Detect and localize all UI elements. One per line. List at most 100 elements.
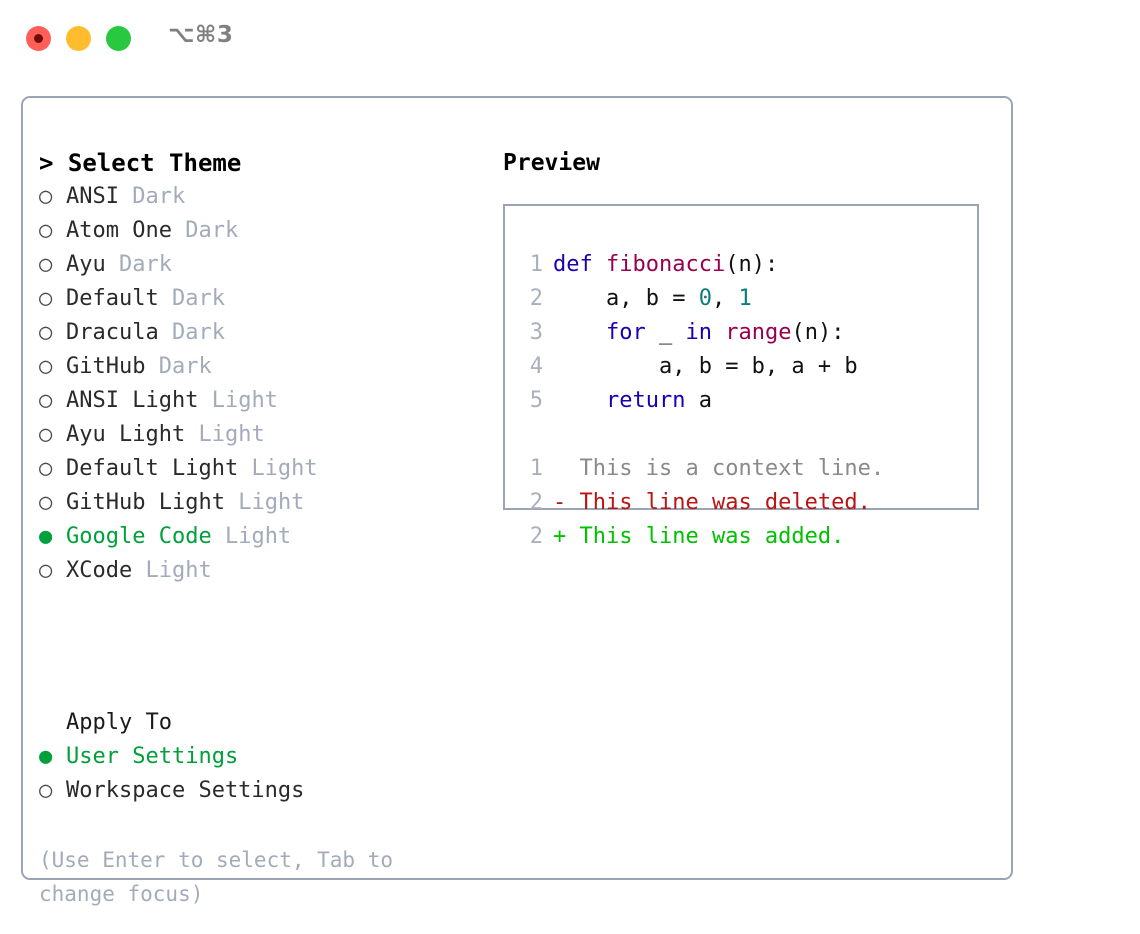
radio-unselected-icon: ○ [39, 558, 53, 583]
theme-option-name: Google Code [66, 524, 212, 549]
prompt-caret: > [39, 149, 68, 177]
theme-option-xcode[interactable]: ○ XCode Light [39, 554, 479, 588]
diff-line-content: - This line was deleted. [553, 486, 871, 520]
theme-option-name: GitHub [66, 354, 146, 379]
theme-option-kind: Dark [119, 252, 172, 277]
code-line-content: def fibonacci(n): [553, 248, 778, 282]
theme-option-kind: Light [238, 490, 305, 515]
radio-selected-icon: ● [39, 524, 53, 549]
close-button[interactable] [26, 26, 51, 51]
code-token-txt: _ [645, 320, 686, 345]
theme-selector-pane: > Select Theme ○ANSI Dark○Atom One Dark○… [39, 146, 479, 588]
theme-option-kind: Dark [132, 184, 186, 209]
code-line-content: a, b = 0, 1 [553, 282, 752, 316]
theme-option-google-code[interactable]: ● Google Code Light [39, 520, 479, 554]
theme-option-name: GitHub Light [66, 490, 225, 515]
code-token-txt: (n): [791, 320, 845, 345]
radio-unselected-icon: ○ [39, 388, 53, 413]
theme-option-ayu-light[interactable]: ○ Ayu Light Light [39, 418, 479, 452]
apply-to-heading-spacer [39, 706, 66, 740]
code-token-num: 0 [698, 286, 712, 311]
code-token-fn: fibonacci [606, 252, 726, 277]
theme-option-name: Ayu [66, 252, 106, 277]
code-token-kw: def [553, 252, 593, 277]
theme-option-ansi-light[interactable]: ○ANSI Light Light [39, 384, 479, 418]
code-line: 3 for _ in range(n): [515, 316, 971, 350]
code-token-kw: for [605, 320, 646, 345]
theme-option-kind: Light [224, 524, 292, 549]
radio-selected-icon: ● [39, 744, 53, 769]
radio-unselected-icon: ○ [39, 184, 53, 209]
radio-unselected-icon: ○ [39, 286, 53, 311]
code-token-txt: , [711, 286, 739, 311]
theme-list: ○ANSI Dark○Atom One Dark○Ayu Dark○Defaul… [39, 180, 479, 588]
diff-text: This line was added. [579, 524, 845, 549]
preview-title: Preview [503, 150, 600, 176]
minimize-button[interactable] [66, 26, 91, 51]
code-line-number: 1 [529, 252, 543, 277]
window-shortcut-label: ⌥⌘3 [168, 22, 234, 48]
diff-line-number: 2 [529, 524, 543, 549]
theme-option-kind: Dark [158, 354, 212, 379]
diff-line-number: 1 [529, 456, 543, 481]
code-line: 5 return a [515, 384, 971, 418]
theme-option-name: Default [66, 286, 159, 311]
theme-option-github-light[interactable]: ○ GitHub Light Light [39, 486, 479, 520]
code-token-fn: range [725, 320, 792, 345]
theme-option-name: Atom One [66, 218, 172, 243]
apply-to-option-workspace-settings[interactable]: ○ Workspace Settings [39, 774, 479, 808]
diff-line: 2+ This line was added. [515, 520, 971, 554]
diff-text: This line was deleted. [579, 490, 871, 515]
maximize-button[interactable] [106, 26, 131, 51]
code-line: 4 a, b = b, a + b [515, 350, 971, 384]
apply-to-option-user-settings[interactable]: ● User Settings [39, 740, 479, 774]
theme-option-name: Ayu Light [66, 422, 186, 447]
code-line-number: 5 [529, 388, 543, 413]
theme-option-kind: Dark [185, 218, 239, 243]
code-line-number: 4 [529, 354, 543, 379]
code-token-kw: in [685, 320, 712, 345]
code-line-content: return a [553, 384, 712, 418]
code-token-txt [712, 320, 725, 345]
theme-option-ayu[interactable]: ○ Ayu Dark [39, 248, 479, 282]
radio-unselected-icon: ○ [39, 320, 53, 345]
theme-option-github[interactable]: ○GitHub Dark [39, 350, 479, 384]
theme-option-kind: Light [145, 558, 212, 583]
theme-option-kind: Dark [171, 320, 225, 345]
keyboard-hint: (Use Enter to select, Tab to change focu… [39, 848, 394, 906]
code-line-number: 2 [529, 286, 543, 311]
code-token-txt [593, 252, 606, 277]
theme-option-default-light[interactable]: ○Default Light Light [39, 452, 479, 486]
radio-unselected-icon: ○ [39, 422, 53, 447]
code-token-kw: return [605, 388, 686, 413]
apply-to-heading: Apply To [39, 706, 479, 740]
radio-unselected-icon: ○ [39, 252, 53, 277]
code-line-content: for _ in range(n): [553, 316, 844, 350]
diff-line-content: This is a context line. [553, 452, 885, 486]
radio-unselected-icon: ○ [39, 490, 53, 515]
diff-line: 2- This line was deleted. [515, 486, 971, 520]
apply-to-option-label: User Settings [66, 744, 239, 769]
theme-option-default[interactable]: ○ Default Dark [39, 282, 479, 316]
theme-option-kind: Light [198, 422, 265, 447]
page-title-text: Select Theme [67, 149, 242, 177]
theme-option-name: Default Light [66, 456, 239, 481]
code-token-num: 1 [738, 286, 752, 311]
code-preview-separator [515, 418, 971, 452]
apply-to-heading-label: Apply To [66, 710, 172, 735]
code-token-txt: a, b = [605, 286, 699, 311]
theme-option-atom-one[interactable]: ○ Atom One Dark [39, 214, 479, 248]
theme-option-dracula[interactable]: ○Dracula Dark [39, 316, 479, 350]
theme-option-kind: Dark [171, 286, 225, 311]
radio-unselected-icon: ○ [39, 778, 53, 803]
theme-option-name: ANSI Light [66, 388, 199, 413]
apply-to-section: Apply To ● User Settings ○ Workspace Settin… [39, 706, 479, 808]
radio-unselected-icon: ○ [39, 218, 53, 243]
theme-option-ansi[interactable]: ○ANSI Dark [39, 180, 479, 214]
apply-to-option-label: Workspace Settings [66, 778, 305, 803]
theme-option-name: XCode [66, 558, 133, 583]
